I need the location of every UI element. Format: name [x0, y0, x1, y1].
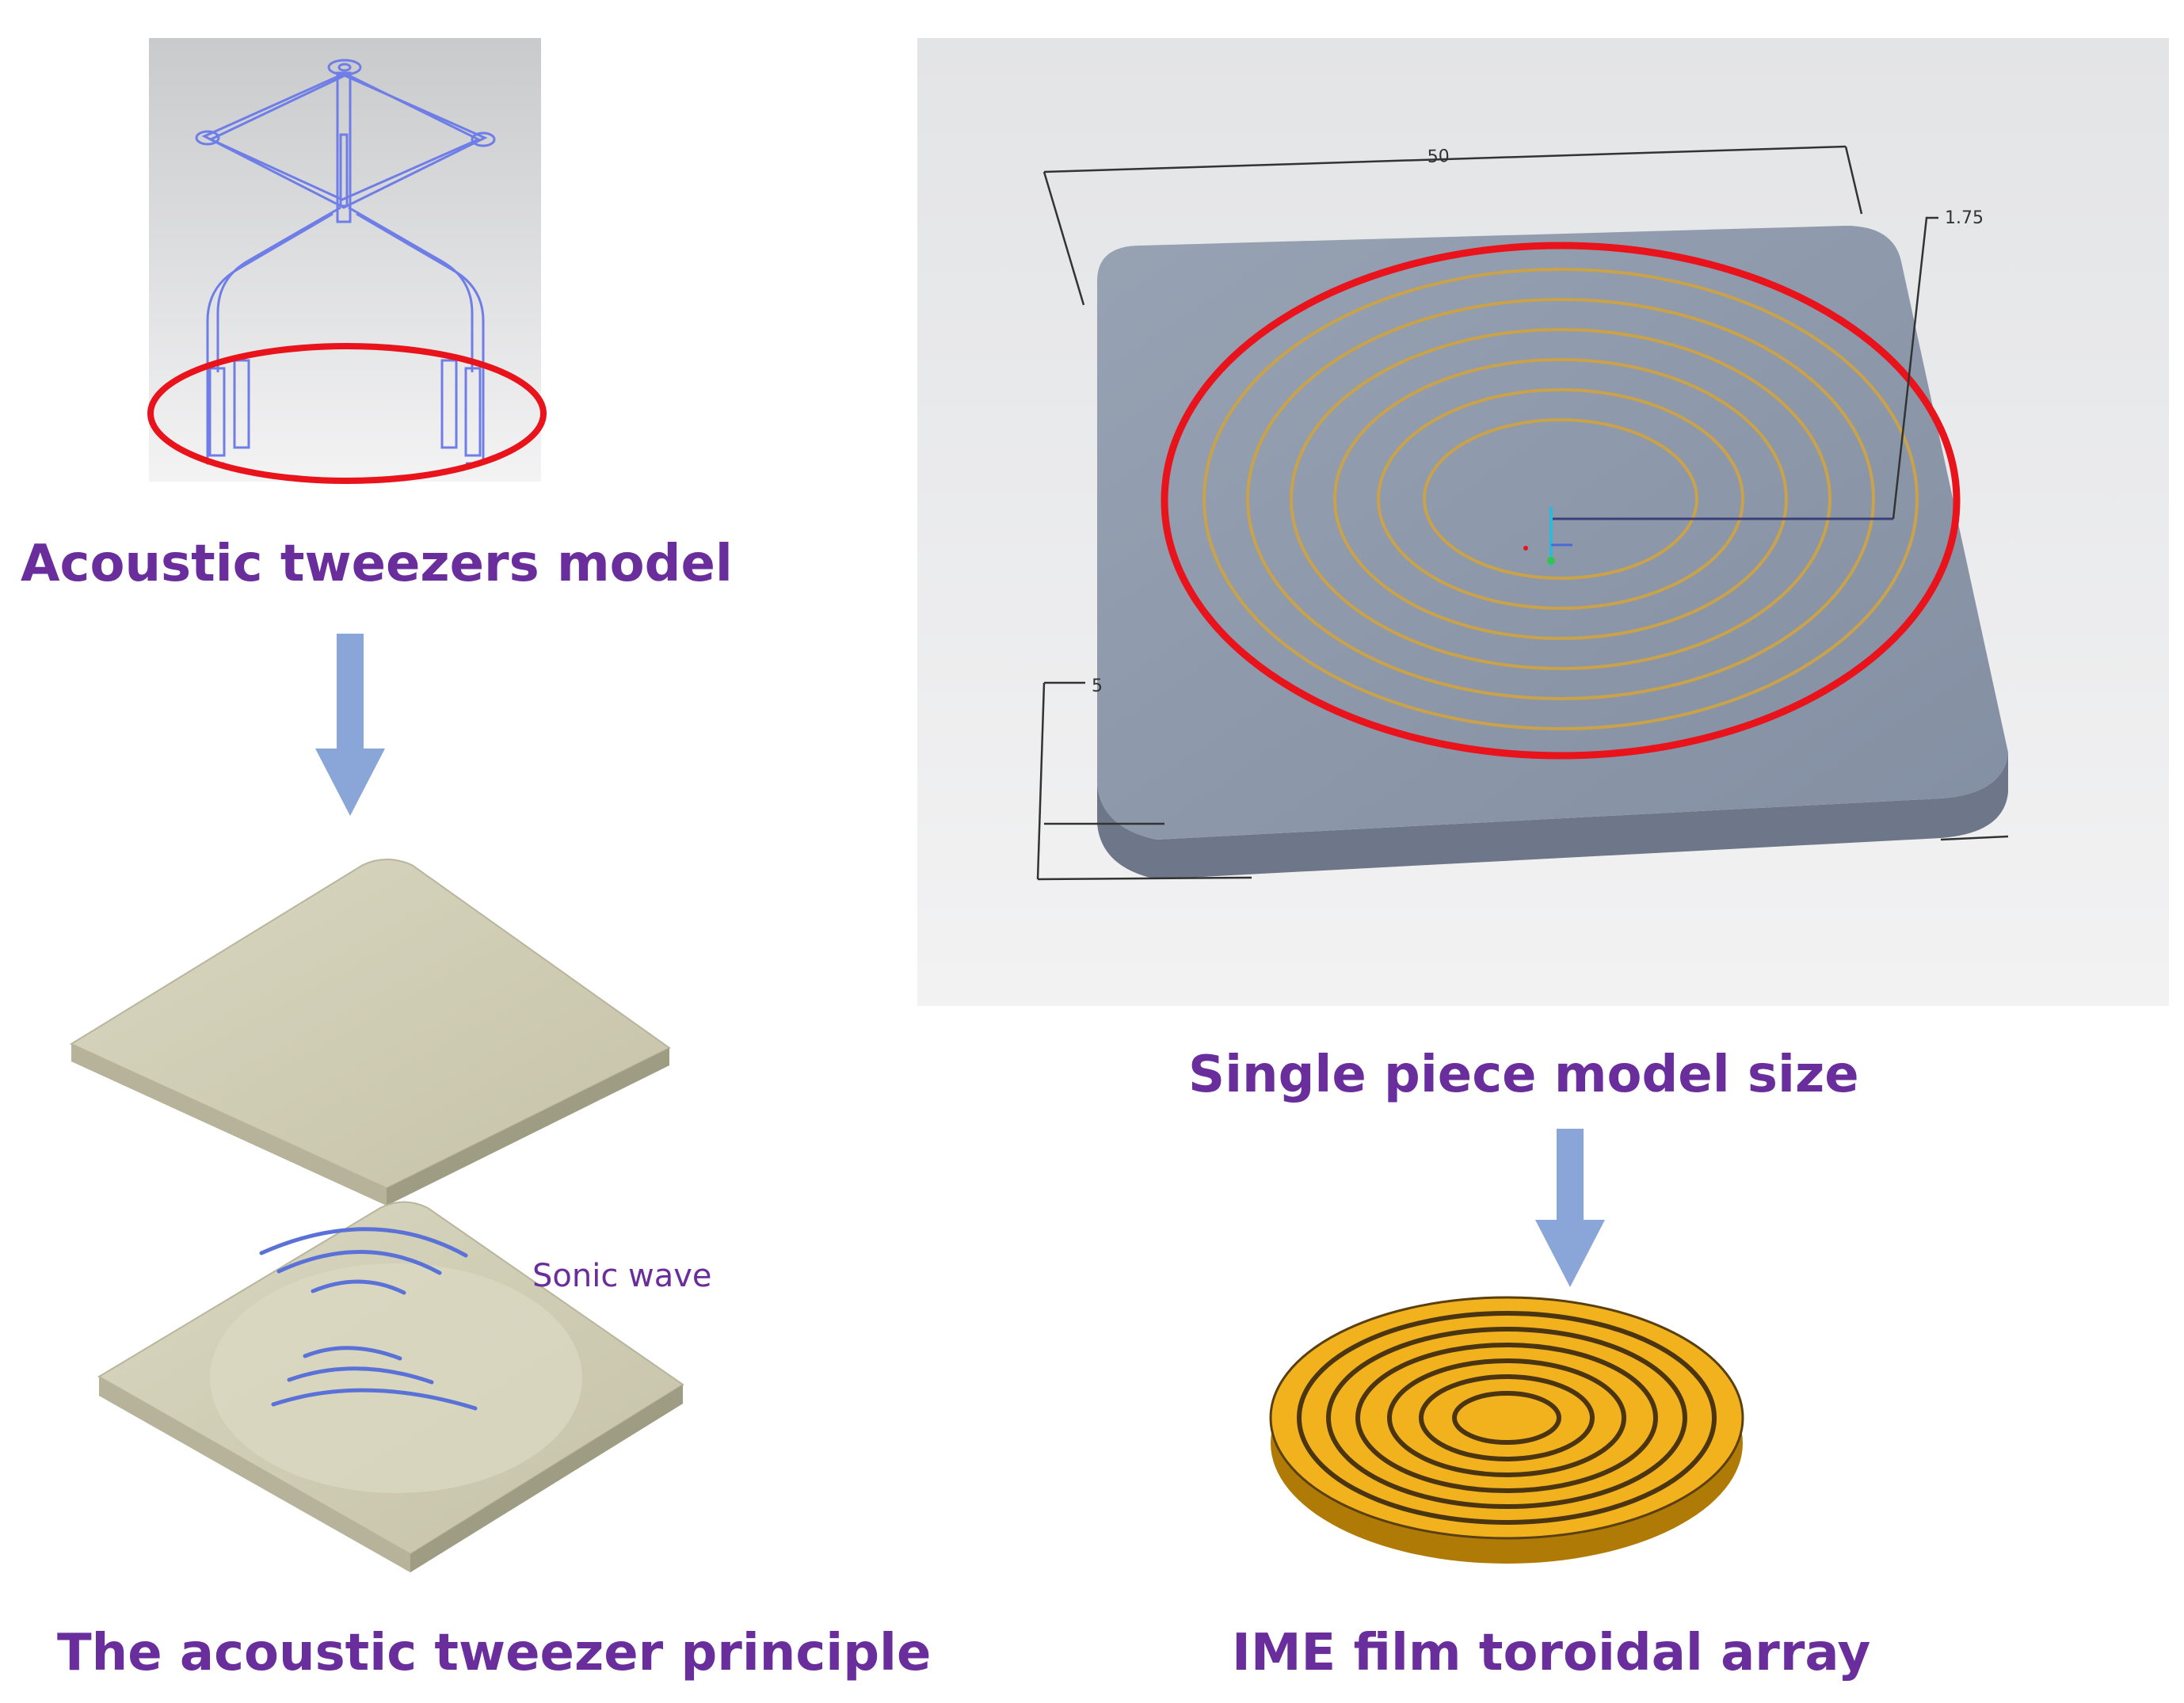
- cad-toroidal-grooves: [1203, 268, 1919, 730]
- single-piece-figure: 50 1.75 5: [917, 38, 2169, 1006]
- ime-film-figure: [1269, 1296, 1744, 1564]
- arrow-down-left-top: [315, 634, 385, 816]
- lower-plate-dish: [210, 1263, 582, 1493]
- sonic-wave-label: Sonic wave: [532, 1258, 712, 1294]
- lower-plate: [97, 1201, 684, 1572]
- upper-plate: [69, 859, 671, 1206]
- principle-figure: [69, 859, 684, 1572]
- caption-ime-array: IME film toroidal array: [1232, 1624, 1871, 1682]
- caption-tweezers-model: Acoustic tweezers model: [21, 535, 733, 593]
- film-rings: [1297, 1311, 1717, 1525]
- dimension-lines: [1036, 145, 2009, 881]
- sonic-wave-arcs: [259, 1227, 478, 1411]
- caption-principle: The acoustic tweezer principle: [57, 1624, 932, 1682]
- arrow-down-right: [1535, 1129, 1605, 1287]
- cad-plate-side: [1097, 752, 2008, 879]
- film-top: [1269, 1296, 1744, 1540]
- cad-viewport-background: [149, 38, 541, 482]
- dimension-side-label: 5: [1092, 676, 1103, 696]
- tweezer-tips-highlight-ellipse: [147, 343, 547, 484]
- origin-marker: [1523, 507, 1893, 566]
- dimension-height-label: 1.75: [1945, 208, 1984, 228]
- cad-highlight-ellipse: [1161, 242, 1961, 760]
- dimension-width-label: 50: [1427, 147, 1450, 167]
- caption-single-piece: Single piece model size: [1188, 1046, 1859, 1104]
- tweezers-model-figure: [147, 38, 547, 484]
